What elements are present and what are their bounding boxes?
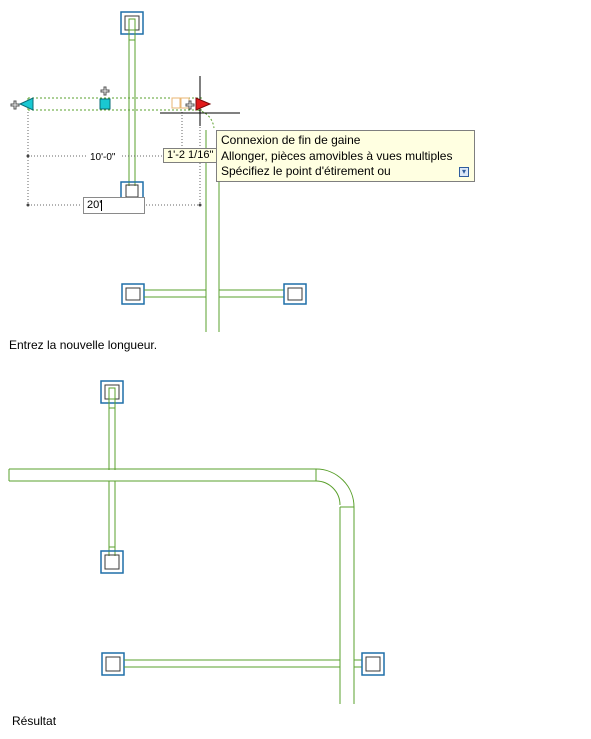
result-caption: Résultat (12, 714, 57, 728)
add-grip-top-icon[interactable] (100, 86, 110, 96)
result-bottom-run[interactable] (101, 652, 385, 676)
tooltip-line: Allonger, pièces amovibles à vues multip… (221, 148, 453, 163)
result-top-diffuser[interactable] (100, 380, 124, 404)
bottom-duct-run[interactable] (121, 283, 307, 305)
expand-arrow-icon[interactable]: ▾ (459, 167, 469, 177)
add-grip-left-icon[interactable] (10, 100, 20, 110)
tooltip-line: Spécifiez le point d'étirement ou (221, 164, 391, 178)
location-grip-icon[interactable] (99, 98, 111, 110)
lengthen-grip-left-icon[interactable] (18, 97, 34, 111)
length-input[interactable]: 20' (83, 197, 145, 214)
result-vertical-branch[interactable] (108, 399, 116, 556)
delta-length-dim: 1'-2 1/16" (163, 148, 218, 163)
top-diffuser[interactable] (120, 11, 144, 35)
result-elbow[interactable] (315, 468, 355, 508)
vertical-branch-duct[interactable] (128, 30, 136, 186)
command-prompt-tooltip: Connexion de fin de gaine Allonger, pièc… (216, 130, 475, 182)
result-mid-diffuser[interactable] (100, 550, 124, 574)
result-main-duct[interactable] (339, 507, 355, 704)
text-cursor (101, 199, 103, 211)
result-extended-duct[interactable] (8, 468, 317, 482)
step-caption: Entrez la nouvelle longueur. (9, 338, 158, 352)
result-panel (8, 380, 385, 704)
lengthen-grip-right-icon[interactable] (195, 97, 212, 111)
tooltip-line: Connexion de fin de gaine (221, 133, 361, 147)
add-grip-right-icon[interactable] (185, 100, 195, 110)
existing-length-dim: 10'-0" (90, 152, 116, 163)
length-input-value: 20' (87, 199, 102, 211)
